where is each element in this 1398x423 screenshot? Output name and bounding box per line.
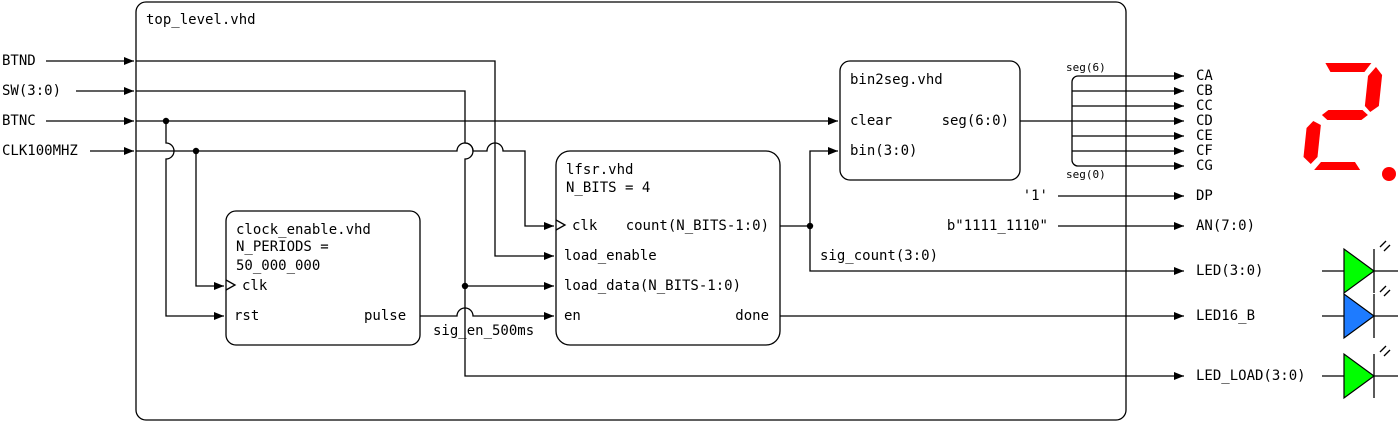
led-blue bbox=[1343, 292, 1376, 340]
lfsr-port-load-enable: load_enable bbox=[564, 248, 657, 264]
output-led-load: LED_LOAD(3:0) bbox=[1196, 368, 1306, 384]
junction-sw bbox=[461, 282, 469, 290]
junction-clk bbox=[192, 147, 200, 155]
output-cg: CG bbox=[1196, 158, 1213, 174]
led-diode-icon bbox=[1322, 345, 1398, 400]
wire-btnd-load-enable bbox=[136, 60, 554, 260]
input-btnd-label: BTND bbox=[2, 53, 36, 69]
lfsr-port-load-data: load_data(N_BITS-1:0) bbox=[564, 278, 741, 294]
top-level-title: top_level.vhd bbox=[146, 12, 256, 28]
bin2seg-port-clear: clear bbox=[850, 113, 892, 129]
junction-count bbox=[806, 222, 814, 230]
signal-sig-en: sig_en_500ms bbox=[433, 323, 534, 339]
signal-sig-count: sig_count(3:0) bbox=[820, 248, 938, 264]
input-btnc-label: BTNC bbox=[2, 113, 36, 129]
bin2seg-port-seg: seg(6:0) bbox=[942, 113, 1009, 129]
segment-a bbox=[1325, 63, 1372, 72]
lfsr-port-done: done bbox=[735, 308, 769, 324]
segment-d bbox=[1314, 162, 1361, 170]
output-led: LED(3:0) bbox=[1196, 263, 1263, 279]
lfsr-port-clk: clk bbox=[572, 218, 598, 234]
wire-btnc-rst bbox=[165, 121, 224, 320]
signal-an-const: b"1111_1110" bbox=[947, 218, 1048, 234]
led-green-2 bbox=[1343, 352, 1376, 400]
clock-enable-port-pulse: pulse bbox=[364, 308, 406, 324]
wire-pulse-en bbox=[420, 307, 554, 320]
segment-g bbox=[1321, 110, 1368, 120]
led-diode-icon bbox=[1322, 240, 1398, 295]
clock-enable-generic-1: N_PERIODS = bbox=[236, 239, 329, 255]
lfsr-generic: N_BITS = 4 bbox=[566, 180, 650, 196]
lfsr-port-en: en bbox=[564, 308, 581, 324]
clock-enable-box bbox=[225, 210, 421, 346]
clock-enable-port-rst: rst bbox=[234, 308, 259, 324]
led-green-1 bbox=[1343, 247, 1376, 295]
wire-sw-led-load bbox=[464, 286, 1184, 380]
bin2seg-port-bin: bin(3:0) bbox=[850, 143, 917, 159]
led-diode-icon bbox=[1322, 285, 1398, 340]
segment-e bbox=[1303, 121, 1321, 164]
lfsr-box bbox=[555, 150, 781, 346]
clock-enable-clk-triangle bbox=[225, 279, 237, 291]
output-an: AN(7:0) bbox=[1196, 218, 1255, 234]
output-cf: CF bbox=[1196, 143, 1213, 159]
lfsr-port-count: count(N_BITS-1:0) bbox=[626, 218, 769, 234]
clock-enable-port-clk: clk bbox=[242, 278, 268, 294]
lfsr-clk-triangle bbox=[555, 219, 567, 231]
input-clk-label: CLK100MHZ bbox=[2, 143, 78, 159]
bin2seg-title: bin2seg.vhd bbox=[850, 72, 943, 88]
seven-segment-display-icon bbox=[1303, 63, 1383, 170]
wire-clk-lfsr bbox=[136, 142, 554, 230]
wire-count-led bbox=[809, 226, 1184, 275]
clock-enable-generic-2: 50_000_000 bbox=[236, 258, 320, 274]
output-dp: DP bbox=[1196, 188, 1213, 204]
signal-seg6: seg(6) bbox=[1066, 61, 1106, 74]
signal-seg0: seg(0) bbox=[1066, 168, 1106, 181]
lfsr-title: lfsr.vhd bbox=[566, 162, 633, 178]
segment-dp bbox=[1382, 167, 1396, 181]
output-cc: CC bbox=[1196, 98, 1213, 114]
output-led16: LED16_B bbox=[1196, 308, 1255, 324]
input-sw-label: SW(3:0) bbox=[2, 83, 61, 99]
clock-enable-title: clock_enable.vhd bbox=[236, 222, 371, 238]
segment-b bbox=[1364, 67, 1383, 112]
output-cb: CB bbox=[1196, 83, 1213, 99]
junction-btnc bbox=[162, 117, 170, 125]
output-ce: CE bbox=[1196, 128, 1213, 144]
signal-dp-const: '1' bbox=[1023, 188, 1048, 204]
output-cd: CD bbox=[1196, 113, 1213, 129]
output-ca: CA bbox=[1196, 68, 1213, 84]
wire-clk-clock-enable bbox=[195, 151, 224, 290]
wire-count-bin bbox=[780, 147, 838, 227]
